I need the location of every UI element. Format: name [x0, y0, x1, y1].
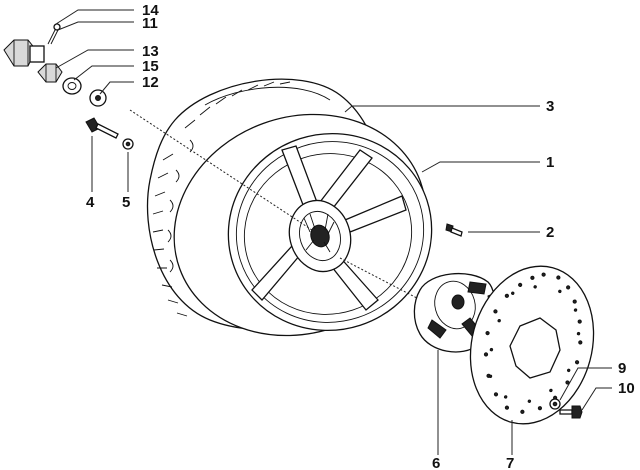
disc-bolt	[559, 405, 583, 419]
spacer	[62, 77, 82, 95]
callout-5: 5	[122, 194, 130, 211]
cotter-pin	[47, 23, 61, 45]
callout-2: 2	[546, 224, 554, 241]
callout-6: 6	[432, 455, 440, 470]
callout-7: 7	[506, 455, 514, 470]
callout-11: 11	[142, 15, 158, 32]
callout-12: 12	[142, 74, 159, 91]
callout-1: 1	[546, 154, 554, 171]
small-washer	[122, 138, 134, 150]
valve-screw	[445, 223, 463, 237]
callout-14: 14	[142, 2, 159, 19]
axle-nut	[3, 39, 45, 67]
callout-4: 4	[86, 194, 95, 211]
callout-10: 10	[618, 380, 635, 397]
callout-9: 9	[618, 360, 626, 377]
callout-3: 3	[546, 98, 554, 115]
bolt	[85, 117, 119, 139]
washer	[89, 89, 107, 107]
wheel-rim	[227, 132, 433, 332]
callout-15: 15	[142, 58, 159, 75]
brake-disc	[469, 265, 595, 425]
callout-13: 13	[142, 43, 159, 60]
lock-nut	[37, 63, 63, 83]
disc-washer	[549, 398, 561, 410]
